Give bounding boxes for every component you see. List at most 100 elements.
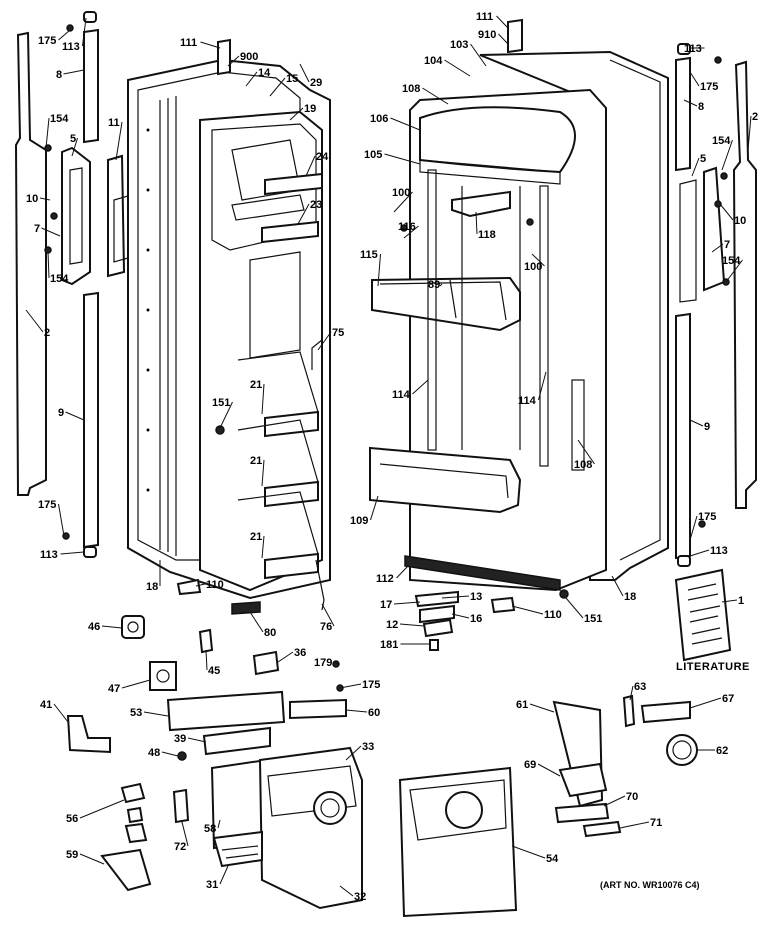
leader-line xyxy=(269,77,286,97)
part-number-label: 113 xyxy=(710,545,728,557)
part-number-label: 10 xyxy=(734,215,746,227)
leader-line xyxy=(747,115,752,151)
part-number-label: 2 xyxy=(44,327,50,339)
leader-line xyxy=(205,649,208,671)
part-number-label: 151 xyxy=(584,613,602,625)
part-number-label: 59 xyxy=(66,849,78,861)
leader-line xyxy=(725,259,743,283)
leader-line xyxy=(261,383,265,415)
leader-line xyxy=(297,203,310,225)
part-number-label: 31 xyxy=(206,879,218,891)
part-number-label: 108 xyxy=(574,459,592,471)
leader-line xyxy=(261,535,265,559)
literature-booklet xyxy=(674,568,732,662)
leader-line xyxy=(689,419,704,427)
leader-line xyxy=(537,763,561,777)
part-number-label: 67 xyxy=(722,693,734,705)
part-number-label: 113 xyxy=(684,43,702,55)
right-trim-pieces xyxy=(217,18,757,567)
part-number-label: 41 xyxy=(40,699,52,711)
part-number-label: 9 xyxy=(58,407,64,419)
leader-line xyxy=(496,15,509,29)
leader-line xyxy=(58,503,65,537)
leader-line xyxy=(511,605,544,615)
leader-line xyxy=(689,697,722,709)
leader-line xyxy=(412,379,429,395)
part-number-label: 11 xyxy=(108,117,120,129)
part-number-label: 54 xyxy=(546,853,559,865)
leader-line xyxy=(339,683,362,689)
part-number-label: 24 xyxy=(316,151,329,163)
part-number-label: 181 xyxy=(380,639,398,651)
leader-line xyxy=(403,225,419,239)
part-number-label: 60 xyxy=(368,707,380,719)
leader-line xyxy=(58,29,71,41)
part-number-label: 900 xyxy=(240,51,258,63)
part-number-label: 36 xyxy=(294,647,306,659)
leader-line xyxy=(396,565,409,579)
part-number-label: 104 xyxy=(424,55,443,67)
leader-line xyxy=(245,71,258,87)
part-number-label: 10 xyxy=(26,193,38,205)
part-number-label: 48 xyxy=(148,747,160,759)
part-number-label: 105 xyxy=(364,149,382,161)
leader-line xyxy=(289,107,304,121)
part-number-label: 19 xyxy=(304,103,316,115)
part-number-label: 113 xyxy=(40,549,58,561)
art-number: (ART NO. WR10076 C4) xyxy=(600,880,700,890)
leader-line xyxy=(498,33,509,45)
leader-line xyxy=(721,139,733,171)
part-number-label: 110 xyxy=(544,609,562,621)
part-number-label: 69 xyxy=(524,759,536,771)
part-number-label: 29 xyxy=(310,77,322,89)
part-number-label: 75 xyxy=(332,327,344,339)
leader-line xyxy=(345,745,362,761)
leader-line xyxy=(444,59,471,77)
part-number-label: 17 xyxy=(380,599,392,611)
leader-line xyxy=(377,253,381,287)
literature-label: LITERATURE xyxy=(676,661,750,673)
leader-lines xyxy=(25,15,752,897)
part-number-label: 179 xyxy=(314,657,332,669)
part-number-label: 111 xyxy=(476,11,493,23)
part-number-label: 72 xyxy=(174,841,186,853)
part-number-label: 16 xyxy=(470,613,482,625)
part-number-label: 154 xyxy=(722,255,741,267)
part-number-label: 13 xyxy=(470,591,482,603)
leader-line xyxy=(249,611,264,633)
leader-line xyxy=(422,87,449,105)
part-number-label: 18 xyxy=(146,581,158,593)
leader-line xyxy=(25,309,44,333)
leader-line xyxy=(115,121,123,161)
part-number-label: 33 xyxy=(362,741,374,753)
part-number-label: 45 xyxy=(208,665,220,677)
part-number-label: 80 xyxy=(264,627,276,639)
leader-line xyxy=(393,191,413,213)
part-number-label: 76 xyxy=(320,621,332,633)
leader-line xyxy=(511,845,546,859)
part-number-label: 175 xyxy=(700,81,718,93)
leader-line xyxy=(719,203,734,221)
leader-line xyxy=(60,551,85,555)
part-number-label: 154 xyxy=(50,113,69,125)
leader-line xyxy=(161,751,179,757)
part-number-label: 32 xyxy=(354,891,366,903)
part-number-label: 114 xyxy=(518,395,537,407)
part-number-label: 56 xyxy=(66,813,78,825)
leader-line xyxy=(317,331,332,351)
leader-line xyxy=(390,117,421,131)
part-number-label: 100 xyxy=(524,261,542,273)
dispenser-parts-left xyxy=(66,601,347,892)
leader-line xyxy=(227,55,240,67)
leader-line xyxy=(339,885,354,897)
leader-line xyxy=(299,63,310,83)
leader-line xyxy=(82,17,87,47)
leader-line xyxy=(711,243,724,253)
leader-line xyxy=(45,117,50,149)
part-number-label: 39 xyxy=(174,733,186,745)
part-number-label: 5 xyxy=(70,133,76,145)
dispenser-housing xyxy=(172,746,363,910)
leader-line xyxy=(65,411,85,421)
part-number-label: 175 xyxy=(38,499,56,511)
part-number-label: 89 xyxy=(428,279,440,291)
